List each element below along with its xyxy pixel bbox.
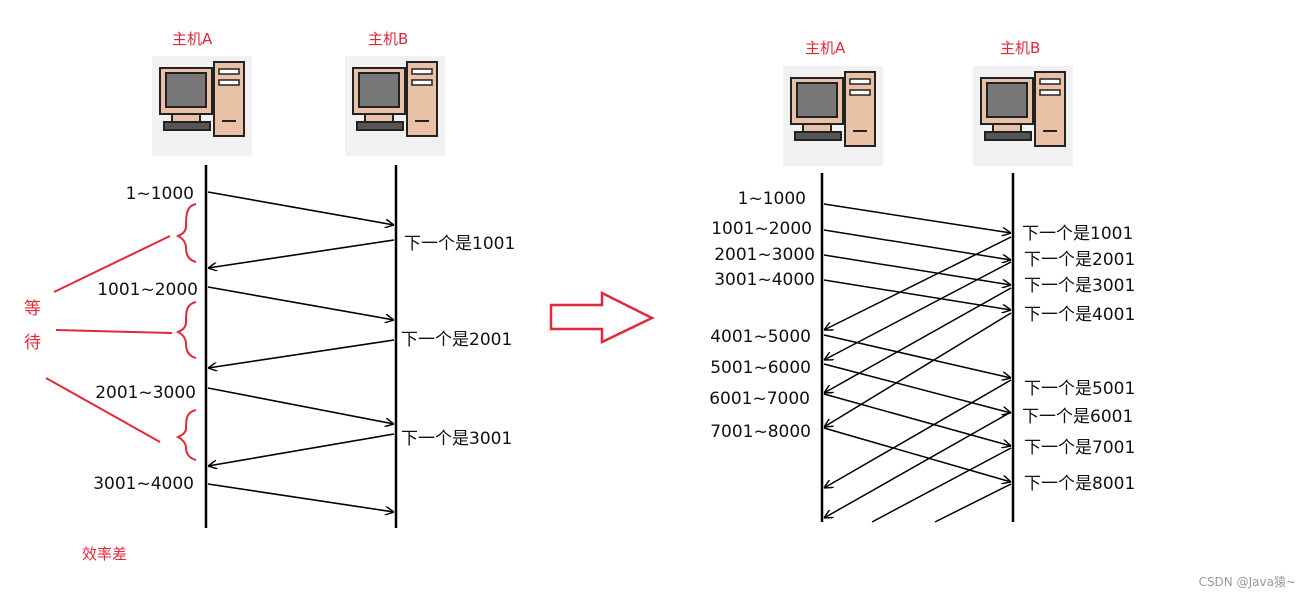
right-send-label: 3001~4000 [714,270,815,290]
left-ack-label: 下一个是2001 [401,330,512,350]
left-send-label: 2001~3000 [95,383,196,403]
wait-label-char: 待 [24,333,41,353]
right-send-arrow [823,254,1011,285]
right-ack-arrow [824,312,1012,427]
right-ack-arrow [824,411,1012,518]
right-send-arrow [823,203,1011,233]
computer-icon [151,55,253,157]
right-ack-arrow [824,236,1012,330]
right-send-label: 1~1000 [738,189,806,209]
left-ack-label: 下一个是1001 [404,234,515,254]
right-ack-label: 下一个是2001 [1024,250,1135,270]
right-ack-arrow [824,379,1012,488]
right-host-a-label: 主机A [805,39,846,57]
wait-brace [175,203,197,461]
right-send-label: 2001~3000 [714,245,815,265]
left-send-label: 1~1000 [126,184,194,204]
left-send-arrow [207,483,394,512]
arrow-right-outline-icon [549,290,655,344]
right-host-b-label: 主机B [1000,39,1040,57]
right-send-arrow [823,229,1011,260]
right-ack-label: 下一个是4001 [1024,305,1135,325]
computer-icon [782,65,884,167]
right-send-label: 5001~6000 [710,358,811,378]
right-ack-label: 下一个是5001 [1024,379,1135,399]
left-send-arrow [207,387,394,424]
left-host-a-label: 主机A [172,30,213,48]
right-send-arrow [823,363,1011,413]
left-send-label: 3001~4000 [93,474,194,494]
right-ack-arrow [824,287,1012,393]
left-ack-arrow [208,339,395,368]
left-ack-arrow [208,433,395,466]
right-ack-arrow [934,483,1012,523]
left-send-arrow [207,191,394,225]
right-ack-arrow [871,447,1012,523]
right-ack-label: 下一个是7001 [1024,438,1135,458]
efficiency-note: 效率差 [82,545,127,563]
wait-label-char: 等 [24,299,41,319]
right-ack-label: 下一个是8001 [1024,474,1135,494]
wait-pointer-lines [45,235,173,443]
right-ack-label: 下一个是1001 [1022,224,1133,244]
right-send-arrow [823,393,1011,446]
right-ack-arrow [824,261,1012,360]
right-send-label: 1001~2000 [711,219,812,239]
computer-icon [972,65,1074,167]
left-send-arrow [207,286,394,320]
left-host-b-label: 主机B [368,30,408,48]
right-send-label: 7001~8000 [710,422,811,442]
right-send-arrow [823,279,1011,310]
right-ack-label: 下一个是6001 [1022,407,1133,427]
right-send-label: 6001~7000 [709,389,810,409]
left-send-label: 1001~2000 [97,280,198,300]
right-send-label: 4001~5000 [710,327,811,347]
computer-icon [344,55,446,157]
right-send-arrow [823,334,1011,378]
left-ack-label: 下一个是3001 [401,429,512,449]
right-panel: 主机A 主机B 1~1 [709,39,1135,523]
left-panel: 主机A 主机B 1~1000 1001~2000 2001~3000 3001~… [24,30,515,563]
right-send-arrow [823,427,1011,482]
left-ack-arrow [208,239,395,268]
right-ack-label: 下一个是3001 [1024,276,1135,296]
watermark: CSDN @Java猿~ [1199,574,1296,589]
